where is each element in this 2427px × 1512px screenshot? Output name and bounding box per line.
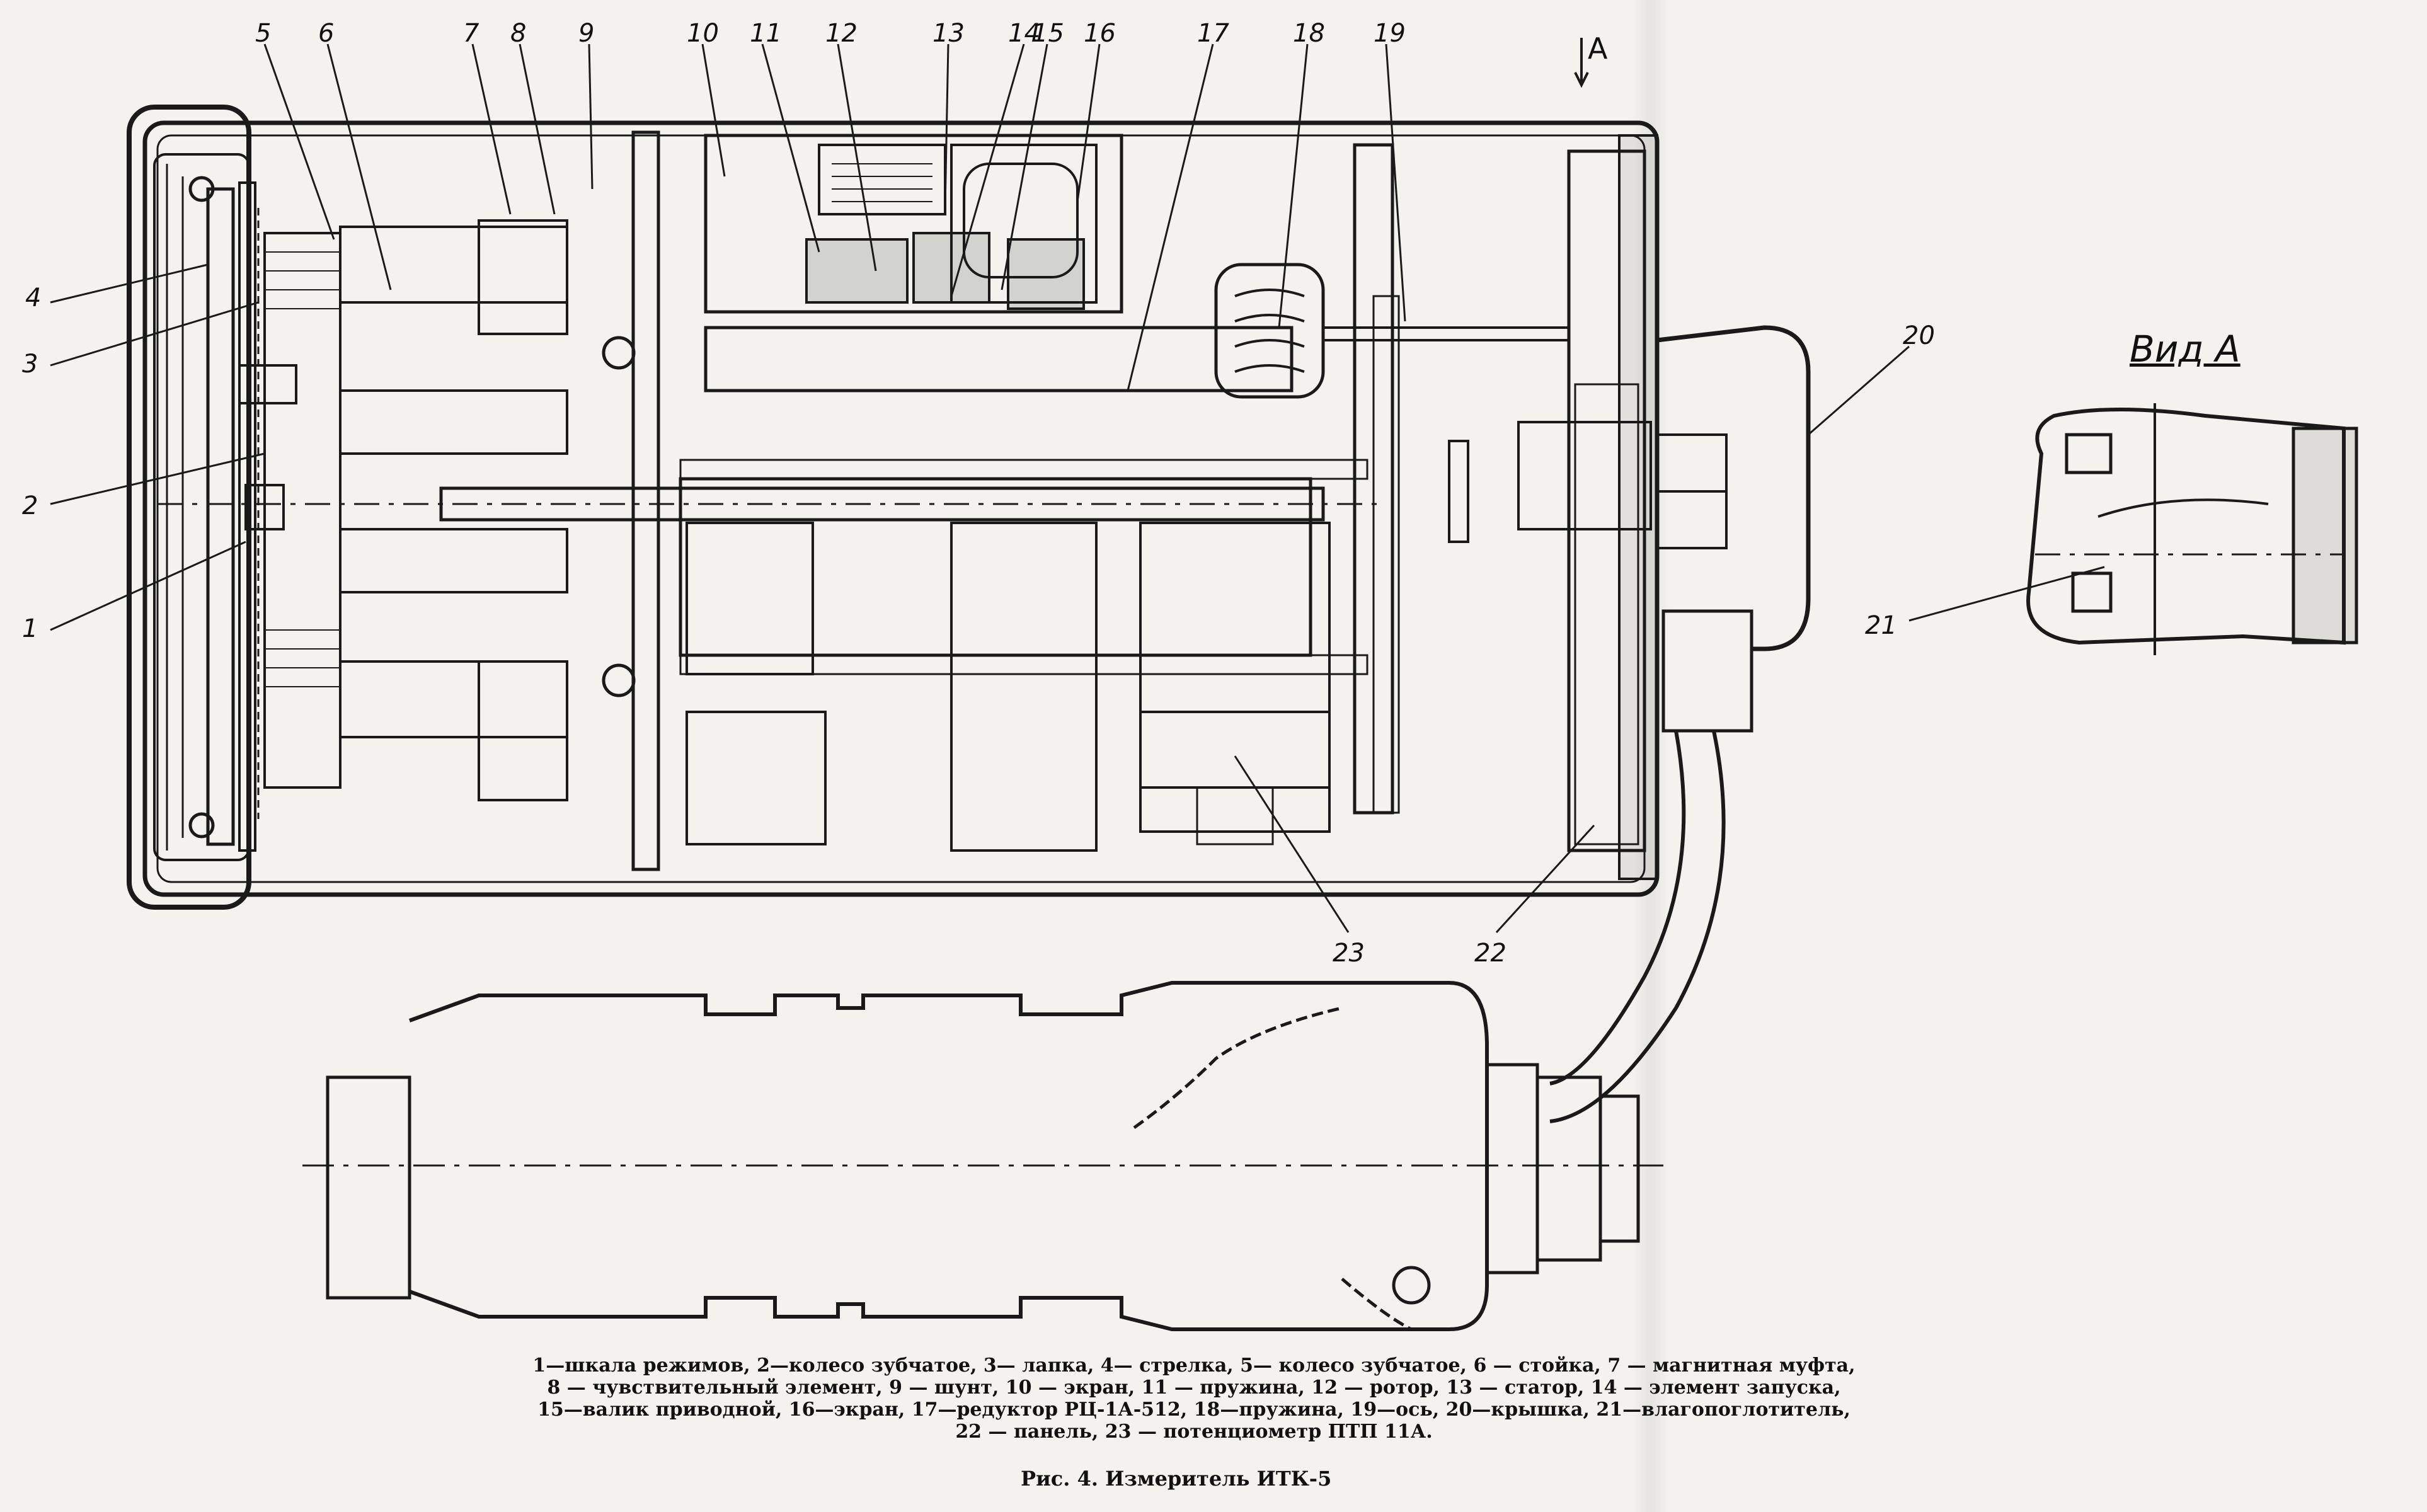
reducer [679,326,1331,852]
callout-13: 13 [932,19,965,48]
callout-14: 14 [1008,19,1040,48]
panel [1567,134,1658,880]
legend-line-1: 1—шкала режимов, 2—колесо зубчатое, 3— л… [532,1354,1856,1377]
callout-7: 7 [463,19,479,48]
gear-train-left [238,219,568,801]
callout-8: 8 [510,19,527,48]
dial-assembly [188,176,260,852]
legend-line-4: 22 — панель, 23 — потенциометр ПТП 11А. [955,1421,1433,1443]
callout-3: 3 [22,350,38,379]
legend-line-3: 15—валик приводной, 16—экран, 17—редукто… [537,1399,1850,1421]
external-sensor [302,981,1663,1331]
view-direction-arrow [1574,38,1589,88]
view-arrow-label: А [1588,32,1608,66]
callout-2: 2 [22,491,38,520]
view-a-detail [2026,403,2358,655]
callout-21: 21 [1865,611,1897,640]
callout-16: 16 [1084,19,1116,48]
callout-19: 19 [1374,19,1406,48]
callout-18: 18 [1293,19,1325,48]
callout-9: 9 [578,19,595,48]
motor-block [704,134,1123,314]
leader-lines [50,43,2105,934]
callout-23: 23 [1333,939,1365,968]
legend-line-2: 8 — чувствительный элемент, 9 — шунт, 10… [547,1377,1841,1399]
callout-10: 10 [687,19,719,48]
callout-17: 17 [1197,19,1229,48]
callout-20: 20 [1903,321,1935,350]
figure-title: Рис. 4. Измеритель ИТК-5 [1021,1467,1332,1491]
callout-4: 4 [25,284,42,312]
spring [1214,263,1325,399]
parts-legend: 1—шкала режимов, 2—колесо зубчатое, 3— л… [510,1354,1878,1443]
view-a-title: Вид А [2130,328,2241,370]
callout-1: 1 [22,614,38,643]
callout-12: 12 [825,19,858,48]
callout-6: 6 [318,19,335,48]
callout-15: 15 [1032,19,1064,48]
potentiometer [1139,711,1331,845]
cover-and-connector [1549,325,1811,1123]
callout-11: 11 [750,19,782,48]
central-shaft [158,459,1386,675]
callout-5: 5 [255,19,272,48]
callout-22: 22 [1474,939,1506,968]
gear-plate-right [1323,143,1652,815]
partition [602,130,660,871]
